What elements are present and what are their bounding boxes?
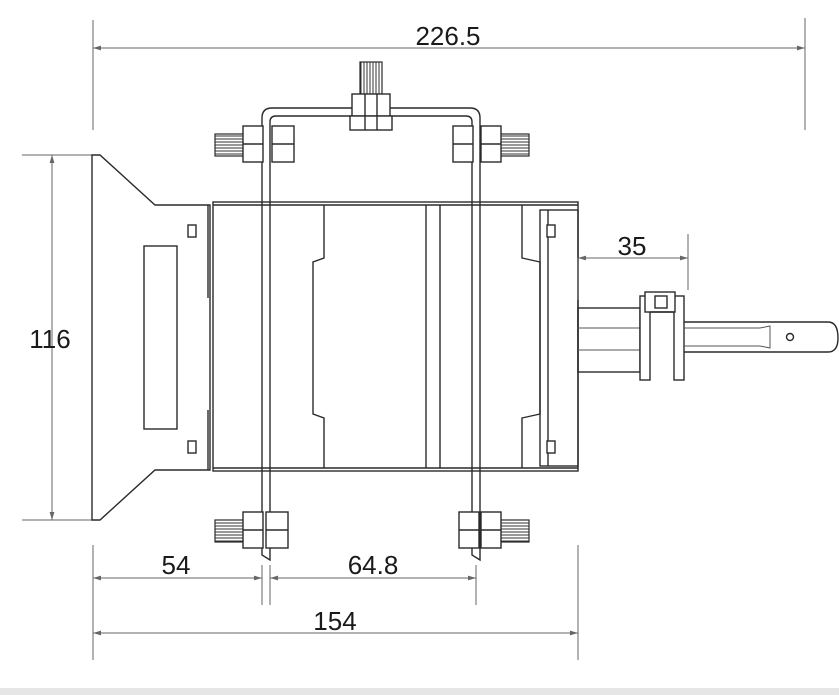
dimension-label-left-offset: 54 xyxy=(162,550,191,580)
shaft-pin-hole-icon xyxy=(785,332,795,342)
dimension-label-height: 116 xyxy=(29,324,70,354)
body-bolt-icon xyxy=(187,224,197,238)
motor-body xyxy=(187,201,579,472)
top-nut-icon xyxy=(351,93,391,117)
mounting-bracket-bottom xyxy=(214,470,530,562)
dimension-label-body-length: 154 xyxy=(313,606,356,636)
dimension-height: 116 xyxy=(22,154,92,521)
horn-label-plate xyxy=(143,245,178,430)
dimension-body-length: 154 xyxy=(93,545,579,660)
body-bolt-icon xyxy=(187,440,197,454)
dimension-label-shaft-offset: 35 xyxy=(618,231,647,261)
top-washer-icon xyxy=(349,115,393,131)
side-stud-icon xyxy=(214,519,246,543)
dimension-left-offset: 54 xyxy=(92,545,263,660)
bottom-divider xyxy=(0,688,839,695)
side-stud-icon xyxy=(214,133,246,157)
dimension-overall-width: 226.5 xyxy=(92,18,806,130)
horn-inlet xyxy=(91,154,211,521)
dimension-label-bracket-spacing: 64.8 xyxy=(348,550,399,580)
body-bolt-icon xyxy=(546,224,556,238)
output-shaft xyxy=(577,291,839,381)
top-stud-icon xyxy=(359,61,383,97)
side-stud-icon xyxy=(498,519,530,543)
dimension-bracket-spacing: 64.8 xyxy=(269,550,477,605)
dimension-label-overall-width: 226.5 xyxy=(415,21,480,51)
body-bolt-icon xyxy=(546,440,556,454)
dimension-shaft-offset: 35 xyxy=(577,231,689,300)
mounting-bracket-top xyxy=(214,61,530,470)
side-stud-icon xyxy=(498,133,530,157)
